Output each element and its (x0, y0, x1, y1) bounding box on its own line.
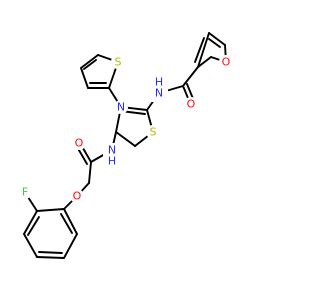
bond (80, 67, 89, 89)
atom-n-amide-left: N (108, 144, 116, 157)
atom-mask (111, 55, 125, 69)
bond (36, 256, 65, 259)
bond-layer (23, 32, 227, 259)
atom-mask (184, 97, 198, 111)
atom-mask (114, 100, 128, 114)
bond (36, 208, 65, 212)
bond (115, 131, 136, 147)
atom-h-amide-right: H (155, 76, 163, 89)
bond (23, 210, 38, 235)
atom-mask (72, 136, 86, 150)
bond (27, 216, 40, 236)
atom-label-layer: S S O O O O N H N N H F (18, 55, 233, 203)
bond (63, 233, 78, 259)
bond (197, 32, 210, 68)
atom-h-amide-left: H (108, 155, 116, 168)
atom-o-carbonyl-left: O (75, 137, 84, 150)
bond (83, 59, 97, 70)
atom-mask (103, 143, 121, 165)
bond (60, 213, 73, 234)
bond (182, 66, 199, 87)
bond (38, 251, 63, 254)
atom-mask (70, 189, 84, 203)
bond (23, 233, 38, 258)
atom-o-ether: O (73, 190, 82, 203)
atom-mask (18, 185, 32, 199)
atom-o-carbonyl-right: O (187, 98, 196, 111)
atom-s-thiophene: S (115, 56, 122, 69)
bond (63, 208, 78, 235)
atom-mask (150, 80, 168, 102)
atom-f-fluoro: F (22, 186, 28, 199)
atom-s-thiazole: S (150, 126, 157, 139)
atom-mask (146, 125, 160, 139)
bond (80, 54, 99, 69)
bond (208, 32, 226, 46)
bond (208, 38, 221, 48)
molecule-canvas: S S O O O O N H N N H F (18, 32, 233, 259)
atom-n-thiazole: N (117, 101, 125, 114)
atom-o-furan: O (222, 56, 231, 69)
bond (197, 56, 212, 68)
bond (88, 161, 92, 184)
molecule-structure: S S O O O O N H N N H F (18, 32, 233, 259)
atom-n-amide-right: N (155, 87, 163, 100)
atom-mask (219, 55, 233, 69)
bond (194, 37, 205, 63)
